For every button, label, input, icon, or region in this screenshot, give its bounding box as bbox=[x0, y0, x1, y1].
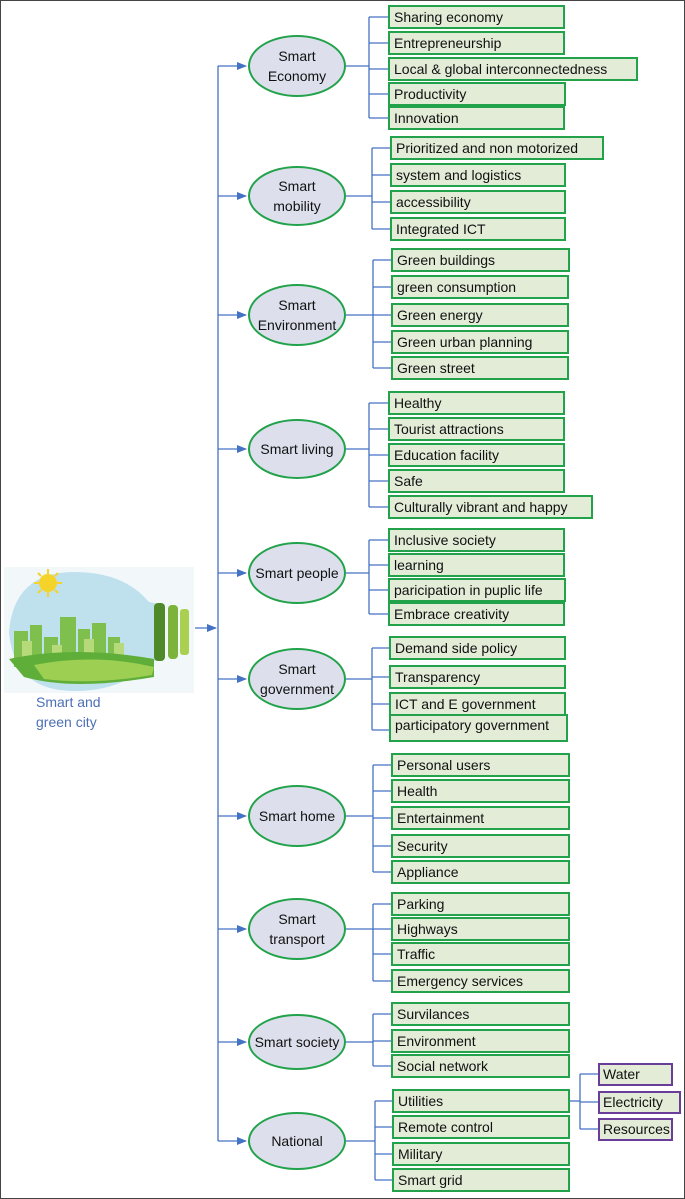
leaf-item: Sharing economy bbox=[388, 5, 565, 29]
leaf-item: Culturally vibrant and happy bbox=[388, 495, 593, 519]
leaf-item: ICT and E government bbox=[389, 692, 566, 716]
utilities-sub-item: Resources bbox=[598, 1118, 673, 1141]
leaf-item: Personal users bbox=[391, 753, 570, 777]
leaf-item: Transparency bbox=[389, 665, 566, 689]
leaf-item: Productivity bbox=[388, 82, 566, 106]
leaf-item: Health bbox=[391, 779, 570, 803]
leaf-item: Traffic bbox=[391, 942, 570, 966]
leaf-item: Emergency services bbox=[391, 969, 570, 993]
leaf-item: Green urban planning bbox=[391, 330, 569, 354]
leaf-item: Tourist attractions bbox=[388, 417, 565, 441]
leaf-item: Green energy bbox=[391, 303, 569, 327]
leaf-item: Utilities bbox=[392, 1089, 570, 1113]
leaf-item: Survilances bbox=[391, 1002, 570, 1026]
leaf-item: Integrated ICT bbox=[390, 217, 566, 241]
leaf-item: Green street bbox=[391, 356, 569, 380]
category-node-smart-government: Smart government bbox=[248, 648, 346, 710]
utilities-sub-item: Electricity bbox=[598, 1091, 681, 1114]
leaf-item: Smart grid bbox=[392, 1168, 570, 1192]
leaf-item: accessibility bbox=[390, 190, 566, 214]
category-node-smart-economy: Smart Economy bbox=[248, 35, 346, 97]
leaf-item: Military bbox=[392, 1142, 570, 1166]
leaf-item: learning bbox=[388, 553, 565, 577]
leaf-item: Demand side policy bbox=[389, 636, 566, 660]
leaf-item: Entertainment bbox=[391, 806, 570, 830]
category-node-smart-mobility: Smart mobility bbox=[248, 166, 346, 226]
leaf-item: paricipation in puplic life bbox=[388, 578, 566, 602]
category-node-smart-living: Smart living bbox=[248, 419, 346, 479]
leaf-item: Local & global interconnectedness bbox=[388, 57, 638, 81]
category-node-smart-society: Smart society bbox=[248, 1014, 346, 1070]
category-node-national: National bbox=[248, 1112, 346, 1170]
leaf-item: Highways bbox=[391, 917, 570, 941]
leaf-item: Safe bbox=[388, 469, 565, 493]
leaf-item: Entrepreneurship bbox=[388, 31, 565, 55]
root-label: Smart and green city bbox=[36, 694, 101, 730]
category-node-smart-people: Smart people bbox=[248, 542, 346, 604]
leaf-item: Healthy bbox=[388, 391, 565, 415]
leaf-item: Embrace creativity bbox=[388, 602, 565, 626]
leaf-item: green consumption bbox=[391, 275, 569, 299]
leaf-item: participatory government bbox=[389, 714, 568, 742]
leaf-item: Inclusive society bbox=[388, 528, 565, 552]
leaf-item: system and logistics bbox=[390, 163, 566, 187]
leaf-item: Social network bbox=[391, 1054, 570, 1078]
category-node-smart-home: Smart home bbox=[248, 785, 346, 847]
leaf-item: Prioritized and non motorized bbox=[390, 136, 604, 160]
leaf-item: Green buildings bbox=[391, 248, 570, 272]
leaf-item: Security bbox=[391, 834, 570, 858]
category-node-smart-transport: Smart transport bbox=[248, 898, 346, 960]
leaf-item: Parking bbox=[391, 892, 570, 916]
leaf-item: Innovation bbox=[388, 106, 565, 130]
leaf-item: Remote control bbox=[392, 1115, 570, 1139]
utilities-sub-item: Water bbox=[598, 1063, 673, 1086]
light-bulb-green-city-icon bbox=[4, 567, 194, 693]
leaf-item: Appliance bbox=[391, 860, 570, 884]
leaf-item: Environment bbox=[391, 1029, 570, 1053]
category-node-smart-environment: Smart Environment bbox=[248, 284, 346, 346]
leaf-item: Education facility bbox=[388, 443, 565, 467]
